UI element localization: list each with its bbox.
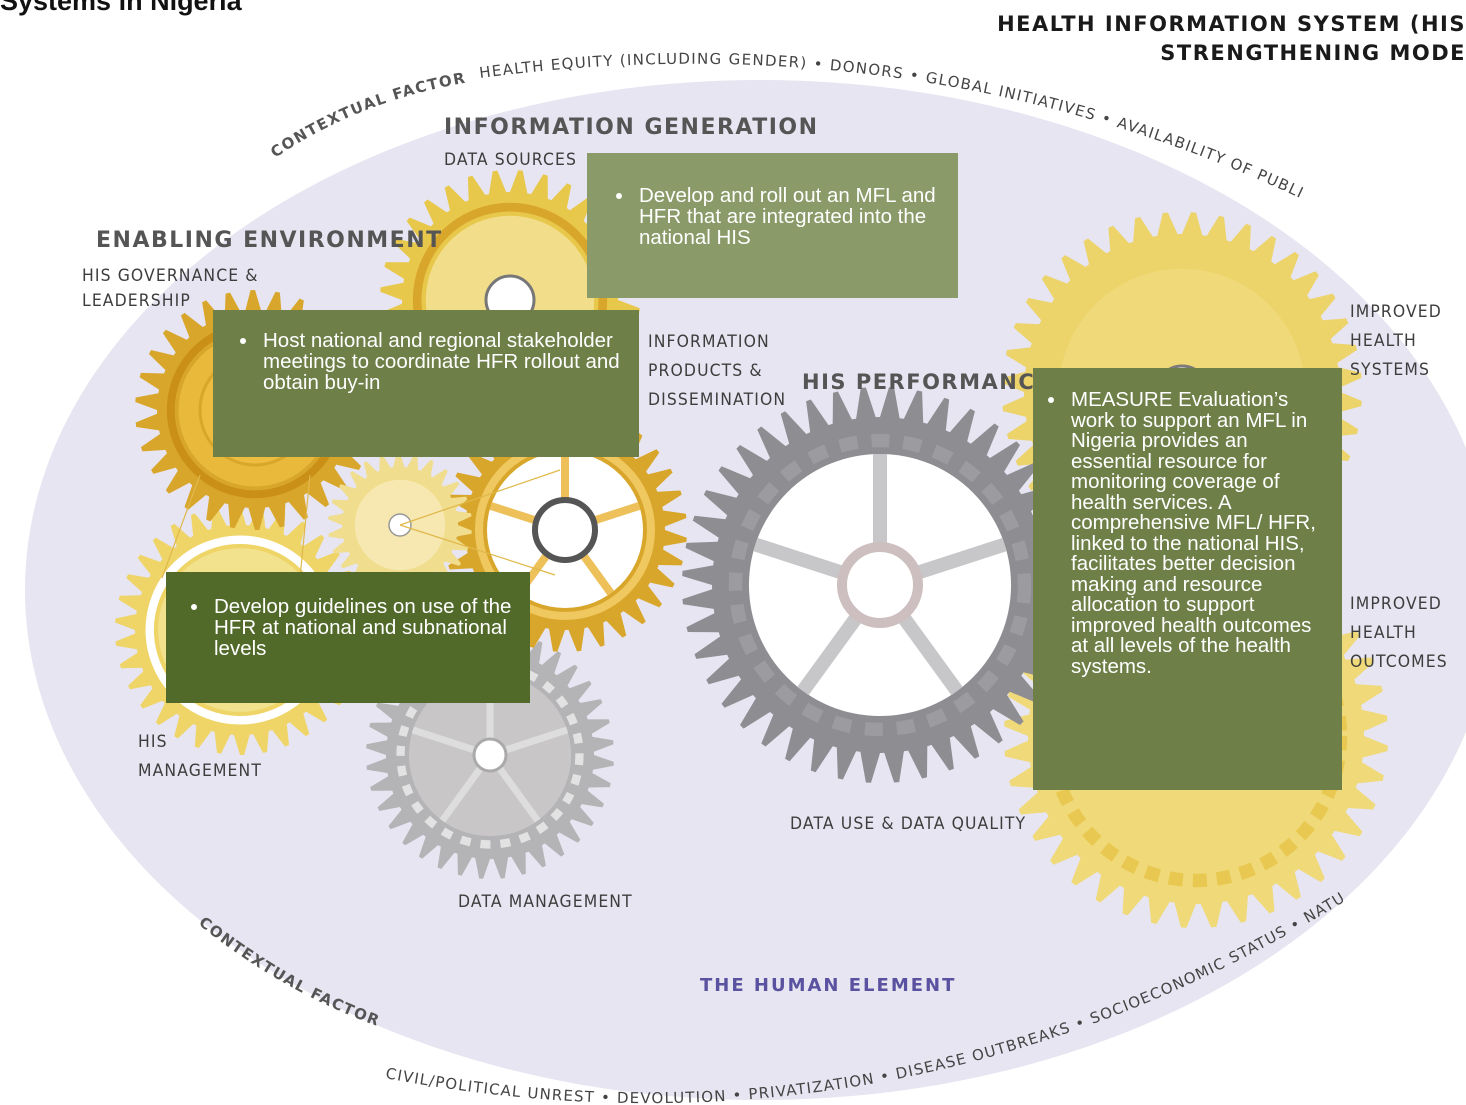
improved-systems-line-2: HEALTH (1350, 331, 1417, 351)
model-title-line-2: STRENGTHENING MODE (1160, 41, 1466, 65)
his-management-label: HIS MANAGEMENT (138, 728, 262, 786)
info-products-line-2: PRODUCTS & (648, 361, 763, 381)
his-management-line-2: MANAGEMENT (138, 761, 262, 781)
stakeholder-meetings-box: Host national and regional stakeholder m… (213, 310, 639, 457)
his-governance-line-2: LEADERSHIP (82, 291, 191, 311)
improved-health-outcomes-label: IMPROVED HEALTH OUTCOMES (1350, 590, 1448, 677)
measure-evaluation-box: MEASURE Evaluation’s work to support an … (1033, 368, 1342, 790)
data-management-label: DATA MANAGEMENT (458, 892, 633, 912)
connector-line (399, 469, 561, 526)
connector-line (399, 524, 556, 576)
data-use-quality-label: DATA USE & DATA QUALITY (790, 814, 1027, 834)
his-governance-label: HIS GOVERNANCE & LEADERSHIP (82, 262, 259, 316)
information-products-label: INFORMATION PRODUCTS & DISSEMINATION (648, 328, 786, 415)
human-element-label: THE HUMAN ELEMENT (700, 975, 957, 996)
gear-his-performance (682, 387, 1078, 783)
connector-line (161, 474, 201, 579)
data-sources-label: DATA SOURCES (444, 150, 578, 170)
measure-evaluation-text: MEASURE Evaluation’s work to support an … (1067, 389, 1328, 677)
mfl-rollout-box: Develop and roll out an MFL and HFR that… (587, 153, 958, 298)
improved-health-systems-label: IMPROVED HEALTH SYSTEMS (1350, 298, 1442, 385)
improved-outcomes-line-1: IMPROVED (1350, 594, 1442, 614)
connector-line (299, 474, 311, 579)
guidelines-box: Develop guidelines on use of the HFR at … (166, 572, 530, 703)
model-title-line-1: HEALTH INFORMATION SYSTEM (HIS (997, 12, 1466, 36)
improved-outcomes-line-2: HEALTH (1350, 623, 1417, 643)
stakeholder-meetings-text: Host national and regional stakeholder m… (259, 330, 621, 393)
his-management-line-1: HIS (138, 732, 168, 752)
info-products-line-1: INFORMATION (648, 332, 770, 352)
his-governance-line-1: HIS GOVERNANCE & (82, 266, 259, 286)
improved-systems-line-3: SYSTEMS (1350, 360, 1430, 380)
improved-systems-line-1: IMPROVED (1350, 302, 1442, 322)
his-performance-heading: HIS PERFORMANCE (802, 370, 1052, 394)
information-generation-heading: INFORMATION GENERATION (444, 115, 819, 140)
guidelines-text: Develop guidelines on use of the HFR at … (210, 596, 514, 659)
page-title: Systems in Nigeria (0, 0, 242, 16)
info-products-line-3: DISSEMINATION (648, 390, 787, 410)
improved-outcomes-line-3: OUTCOMES (1350, 652, 1448, 672)
enabling-environment-heading: ENABLING ENVIRONMENT (96, 228, 443, 253)
mfl-rollout-text: Develop and roll out an MFL and HFR that… (635, 185, 938, 248)
model-title: HEALTH INFORMATION SYSTEM (HIS STRENGTHE… (997, 10, 1466, 68)
